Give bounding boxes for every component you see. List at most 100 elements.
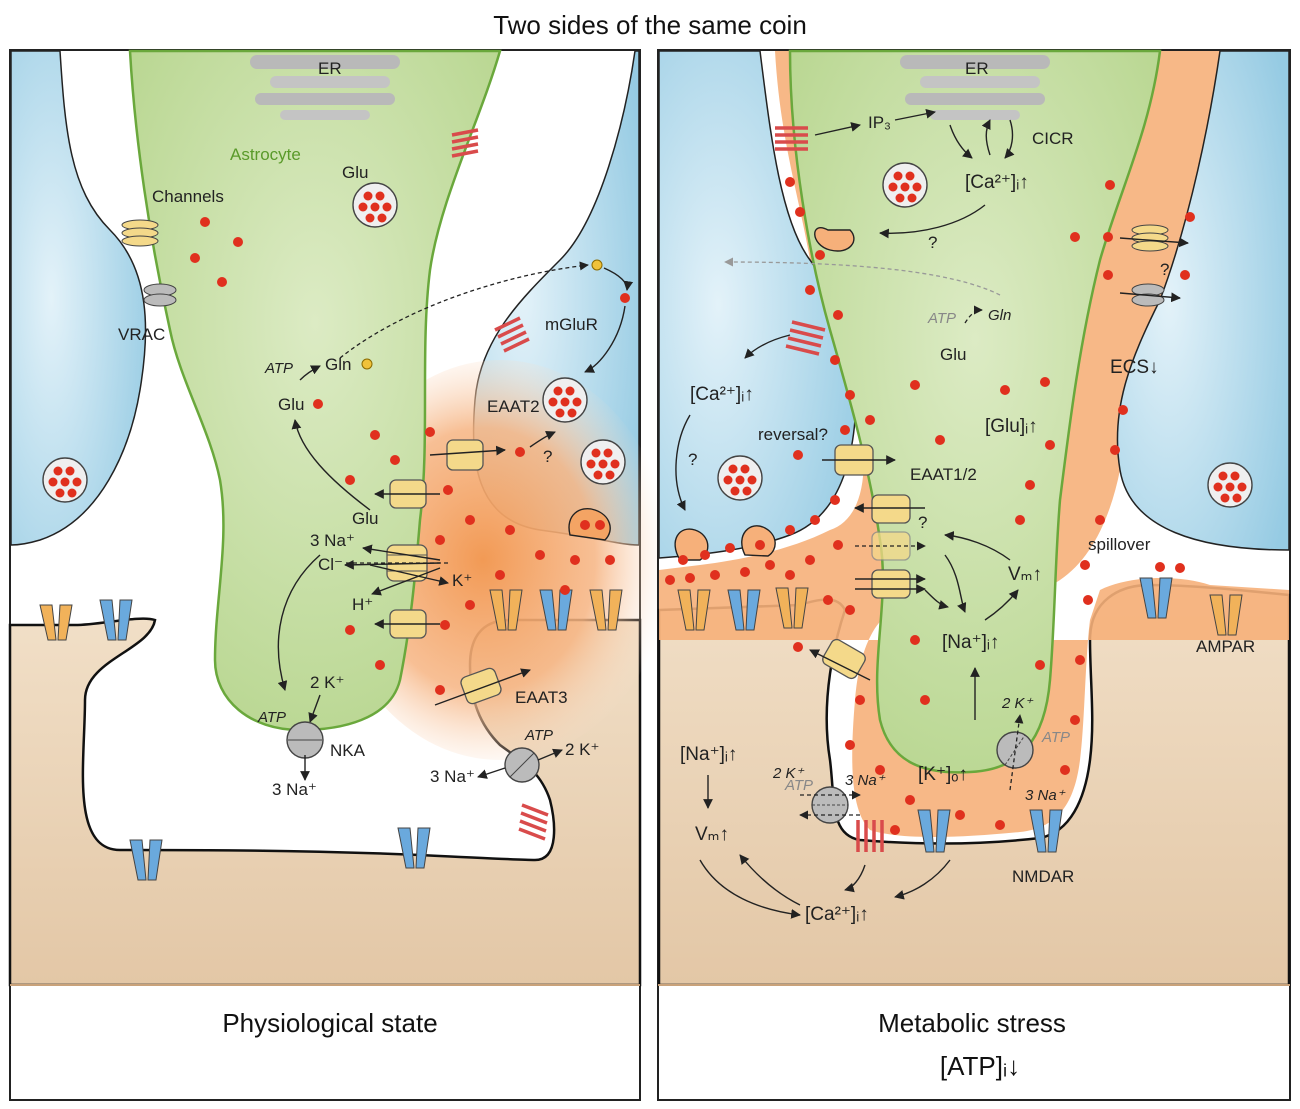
atp-label-right: ATP [927, 310, 956, 327]
eaat3-label: EAAT3 [515, 688, 568, 707]
glu-vesicle-astro-right [882, 162, 928, 208]
vesicle-presyn-left [42, 457, 88, 503]
caption-right: Metabolic stress [878, 1008, 1066, 1038]
nka-pump-left [286, 721, 324, 759]
k-label: K⁺ [452, 571, 472, 590]
eaat2-transporter [446, 439, 484, 471]
vesicle-presyn-right-1 [542, 377, 588, 423]
na-neuron-label: [Na⁺]ᵢ↑ [680, 744, 737, 765]
ip3-label: IP₃ [868, 113, 891, 132]
ca-pre-label: [Ca²⁺]ᵢ↑ [690, 384, 754, 405]
reversal-label: reversal? [758, 425, 828, 444]
glutamate-dots-cloud-left [345, 427, 615, 695]
right-panel: ER IP₃ CICR [Ca²⁺]ᵢ↑ ? ATP Gln Glu [657, 49, 1291, 1101]
question2-right: ? [1160, 260, 1169, 279]
na3-label-left: 3 Na⁺ [310, 531, 355, 550]
na3-neuron-label-left: 3 Na⁺ [430, 767, 475, 786]
ecs-label: ECS↓ [1110, 357, 1159, 378]
question4-right: ? [918, 513, 927, 532]
gln-label-left: Gln [325, 355, 351, 374]
channels-label: Channels [152, 187, 224, 206]
vesicle-presyn-right-a [717, 455, 763, 501]
er-label-right: ER [965, 59, 989, 78]
receptor-blue-right-1 [727, 589, 761, 631]
mglur-label-left: mGluR [545, 315, 598, 334]
channels-icon [121, 219, 159, 247]
glutamate-dots-right [665, 177, 1195, 835]
na3-out-label: 3 Na⁺ [272, 780, 317, 799]
vrac-icon [143, 283, 177, 307]
left-panel: ER Astrocyte Glu Channels VRAC [8, 49, 670, 1101]
nka-pump-right-astro [996, 731, 1034, 769]
na-astro-label: [Na⁺]ᵢ↑ [942, 632, 999, 653]
glu-dot-left [313, 399, 323, 409]
receptor-orange-left-3 [589, 589, 623, 631]
atp-neuron-label-right: ATP [1041, 729, 1070, 746]
glutamate-dots-channels-left [190, 217, 243, 287]
receptor-blue-right-2 [1139, 577, 1173, 619]
vesicle-presyn-right-2 [580, 439, 626, 485]
question-left: ? [543, 447, 552, 466]
figure-title: Two sides of the same coin [493, 10, 807, 40]
presynaptic-terminal-right-b [1116, 50, 1290, 551]
nka-pump-right-neuron [811, 786, 849, 824]
astrocyte-label-left: Astrocyte [230, 145, 301, 164]
receptor-orange-right-1 [677, 589, 711, 631]
na3-neuron-label-right: 3 Na⁺ [1025, 787, 1066, 804]
h-label: H⁺ [352, 595, 373, 614]
eaat-right-5 [822, 638, 866, 680]
glu-vesicle-label-left: Glu [342, 163, 368, 182]
ca-neuron-label: [Ca²⁺]ᵢ↑ [805, 904, 869, 925]
glu-dot-top [620, 293, 630, 303]
receptor-blue-left-4 [397, 827, 431, 869]
k2-astro-label-right: 2 K⁺ [772, 765, 805, 782]
vrac-right-icon [1131, 283, 1165, 307]
eaat-right-4 [871, 569, 911, 599]
k2-label-left: 2 K⁺ [310, 673, 345, 692]
mglur-neuron-right [856, 820, 884, 852]
atp-caption-right: [ATP]ᵢ↓ [940, 1051, 1020, 1081]
receptor-blue-right-4 [1029, 809, 1063, 853]
question3-right: ? [688, 450, 697, 469]
atp-label-left: ATP [264, 360, 293, 377]
k2-neuron-label-left: 2 K⁺ [565, 740, 600, 759]
receptor-blue-right-3 [917, 809, 951, 853]
eaat2-label: EAAT2 [487, 397, 540, 416]
mglur-presyn-left [494, 316, 530, 353]
vm-astro-label: Vₘ↑ [1008, 564, 1042, 585]
channels-right-icon [1131, 224, 1169, 252]
mglur-astro-right [775, 126, 808, 151]
astro-bleb-right [814, 227, 855, 252]
atp-nka-label: ATP [257, 709, 286, 726]
eaat-right-2 [871, 494, 911, 524]
glu-label-left: Glu [278, 395, 304, 414]
spillover-label: spillover [1088, 535, 1151, 554]
receptor-orange-right-3 [1209, 594, 1243, 636]
question1-right: ? [928, 233, 937, 252]
glu-transport-label: Glu [352, 509, 378, 528]
nmdar-label: NMDAR [1012, 867, 1074, 886]
cl-label: Cl⁻ [318, 555, 343, 574]
ko-label: [K⁺]ₒ↑ [918, 764, 968, 785]
receptor-orange-left-2 [489, 589, 523, 631]
ampar-label: AMPAR [1196, 637, 1255, 656]
glu-i-label: [Glu]ᵢ↑ [985, 416, 1038, 437]
vesicle-presyn-right-b [1207, 462, 1253, 508]
gln-label-right: Gln [988, 307, 1011, 324]
receptor-blue-left-1 [99, 599, 133, 641]
eaat12-label: EAAT1/2 [910, 465, 977, 484]
atp-astro-label-right: ATP [784, 777, 813, 794]
mglur-neuron-left [518, 803, 549, 841]
atp-neuron-label-left: ATP [524, 727, 553, 744]
caption-left: Physiological state [222, 1008, 437, 1038]
presynaptic-terminal-left [10, 50, 147, 546]
na3-astro-label-right: 3 Na⁺ [845, 772, 886, 789]
glu-vesicle-astro-left [352, 182, 398, 228]
ca-astro-label: [Ca²⁺]ᵢ↑ [965, 172, 1029, 193]
vm-neuron-label: Vₘ↑ [695, 824, 729, 845]
glu-label-right: Glu [940, 345, 966, 364]
er-right [900, 55, 1050, 120]
gln-dot-left [361, 358, 373, 370]
mglur-presyn-right [785, 320, 826, 356]
